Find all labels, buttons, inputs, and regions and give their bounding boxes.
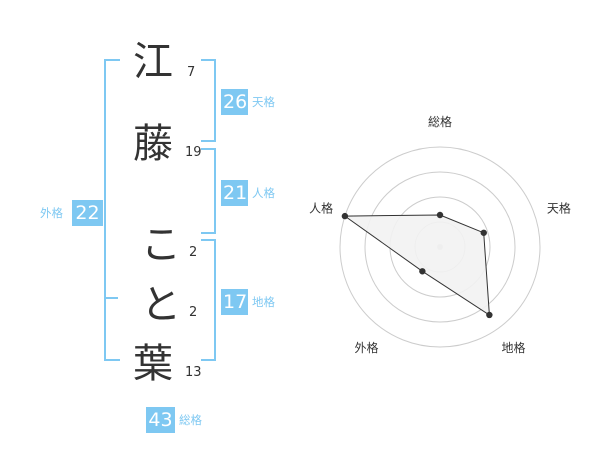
radar-point-3 bbox=[486, 311, 493, 319]
radar-point-4 bbox=[419, 268, 426, 275]
stroke-count-3: 2 bbox=[189, 245, 198, 260]
name-char-5: 葉 bbox=[133, 341, 173, 387]
radar-axis-label-1: 総格 bbox=[428, 114, 452, 129]
jinkaku-bracket bbox=[201, 148, 216, 234]
name-char-2: 藤 bbox=[133, 121, 173, 167]
radar-axis-label-2: 天格 bbox=[547, 200, 571, 215]
radar-axis-label-3: 地格 bbox=[501, 340, 525, 355]
radar-point-5 bbox=[341, 212, 349, 220]
chikaku-label: 地格 bbox=[252, 295, 275, 309]
gaikaku-bracket bbox=[104, 59, 120, 361]
stroke-count-1: 7 bbox=[187, 65, 196, 80]
radar-ring-4 bbox=[339, 146, 541, 348]
name-char-1: 江 bbox=[133, 39, 173, 85]
gaikaku-connector bbox=[104, 297, 118, 299]
gaikaku-label: 外格 bbox=[40, 206, 63, 220]
tenkaku-bracket bbox=[201, 59, 216, 142]
radar-point-1 bbox=[436, 211, 444, 219]
radar-value-polygon bbox=[343, 214, 490, 316]
jinkaku-value-badge: 21 bbox=[221, 180, 248, 206]
stroke-count-2: 19 bbox=[185, 145, 202, 160]
name-char-4: と bbox=[141, 282, 181, 328]
stroke-count-4: 2 bbox=[189, 305, 198, 320]
tenkaku-label: 天格 bbox=[252, 95, 275, 109]
chikaku-value-badge: 17 bbox=[221, 289, 248, 315]
radar-point-2 bbox=[480, 229, 487, 236]
stroke-count-5: 13 bbox=[185, 365, 202, 380]
tenkaku-value-badge: 26 bbox=[221, 89, 248, 115]
jinkaku-label: 人格 bbox=[252, 186, 275, 200]
soukaku-value-badge: 43 bbox=[146, 407, 175, 433]
name-char-3: こ bbox=[141, 222, 181, 268]
gaikaku-value-badge: 22 bbox=[72, 200, 103, 226]
radar-ring-3 bbox=[364, 171, 516, 323]
soukaku-label: 総格 bbox=[179, 413, 202, 427]
radar-axis-label-5: 人格 bbox=[309, 200, 333, 215]
radar-axis-label-4: 外格 bbox=[355, 340, 379, 355]
chikaku-bracket bbox=[201, 239, 216, 361]
